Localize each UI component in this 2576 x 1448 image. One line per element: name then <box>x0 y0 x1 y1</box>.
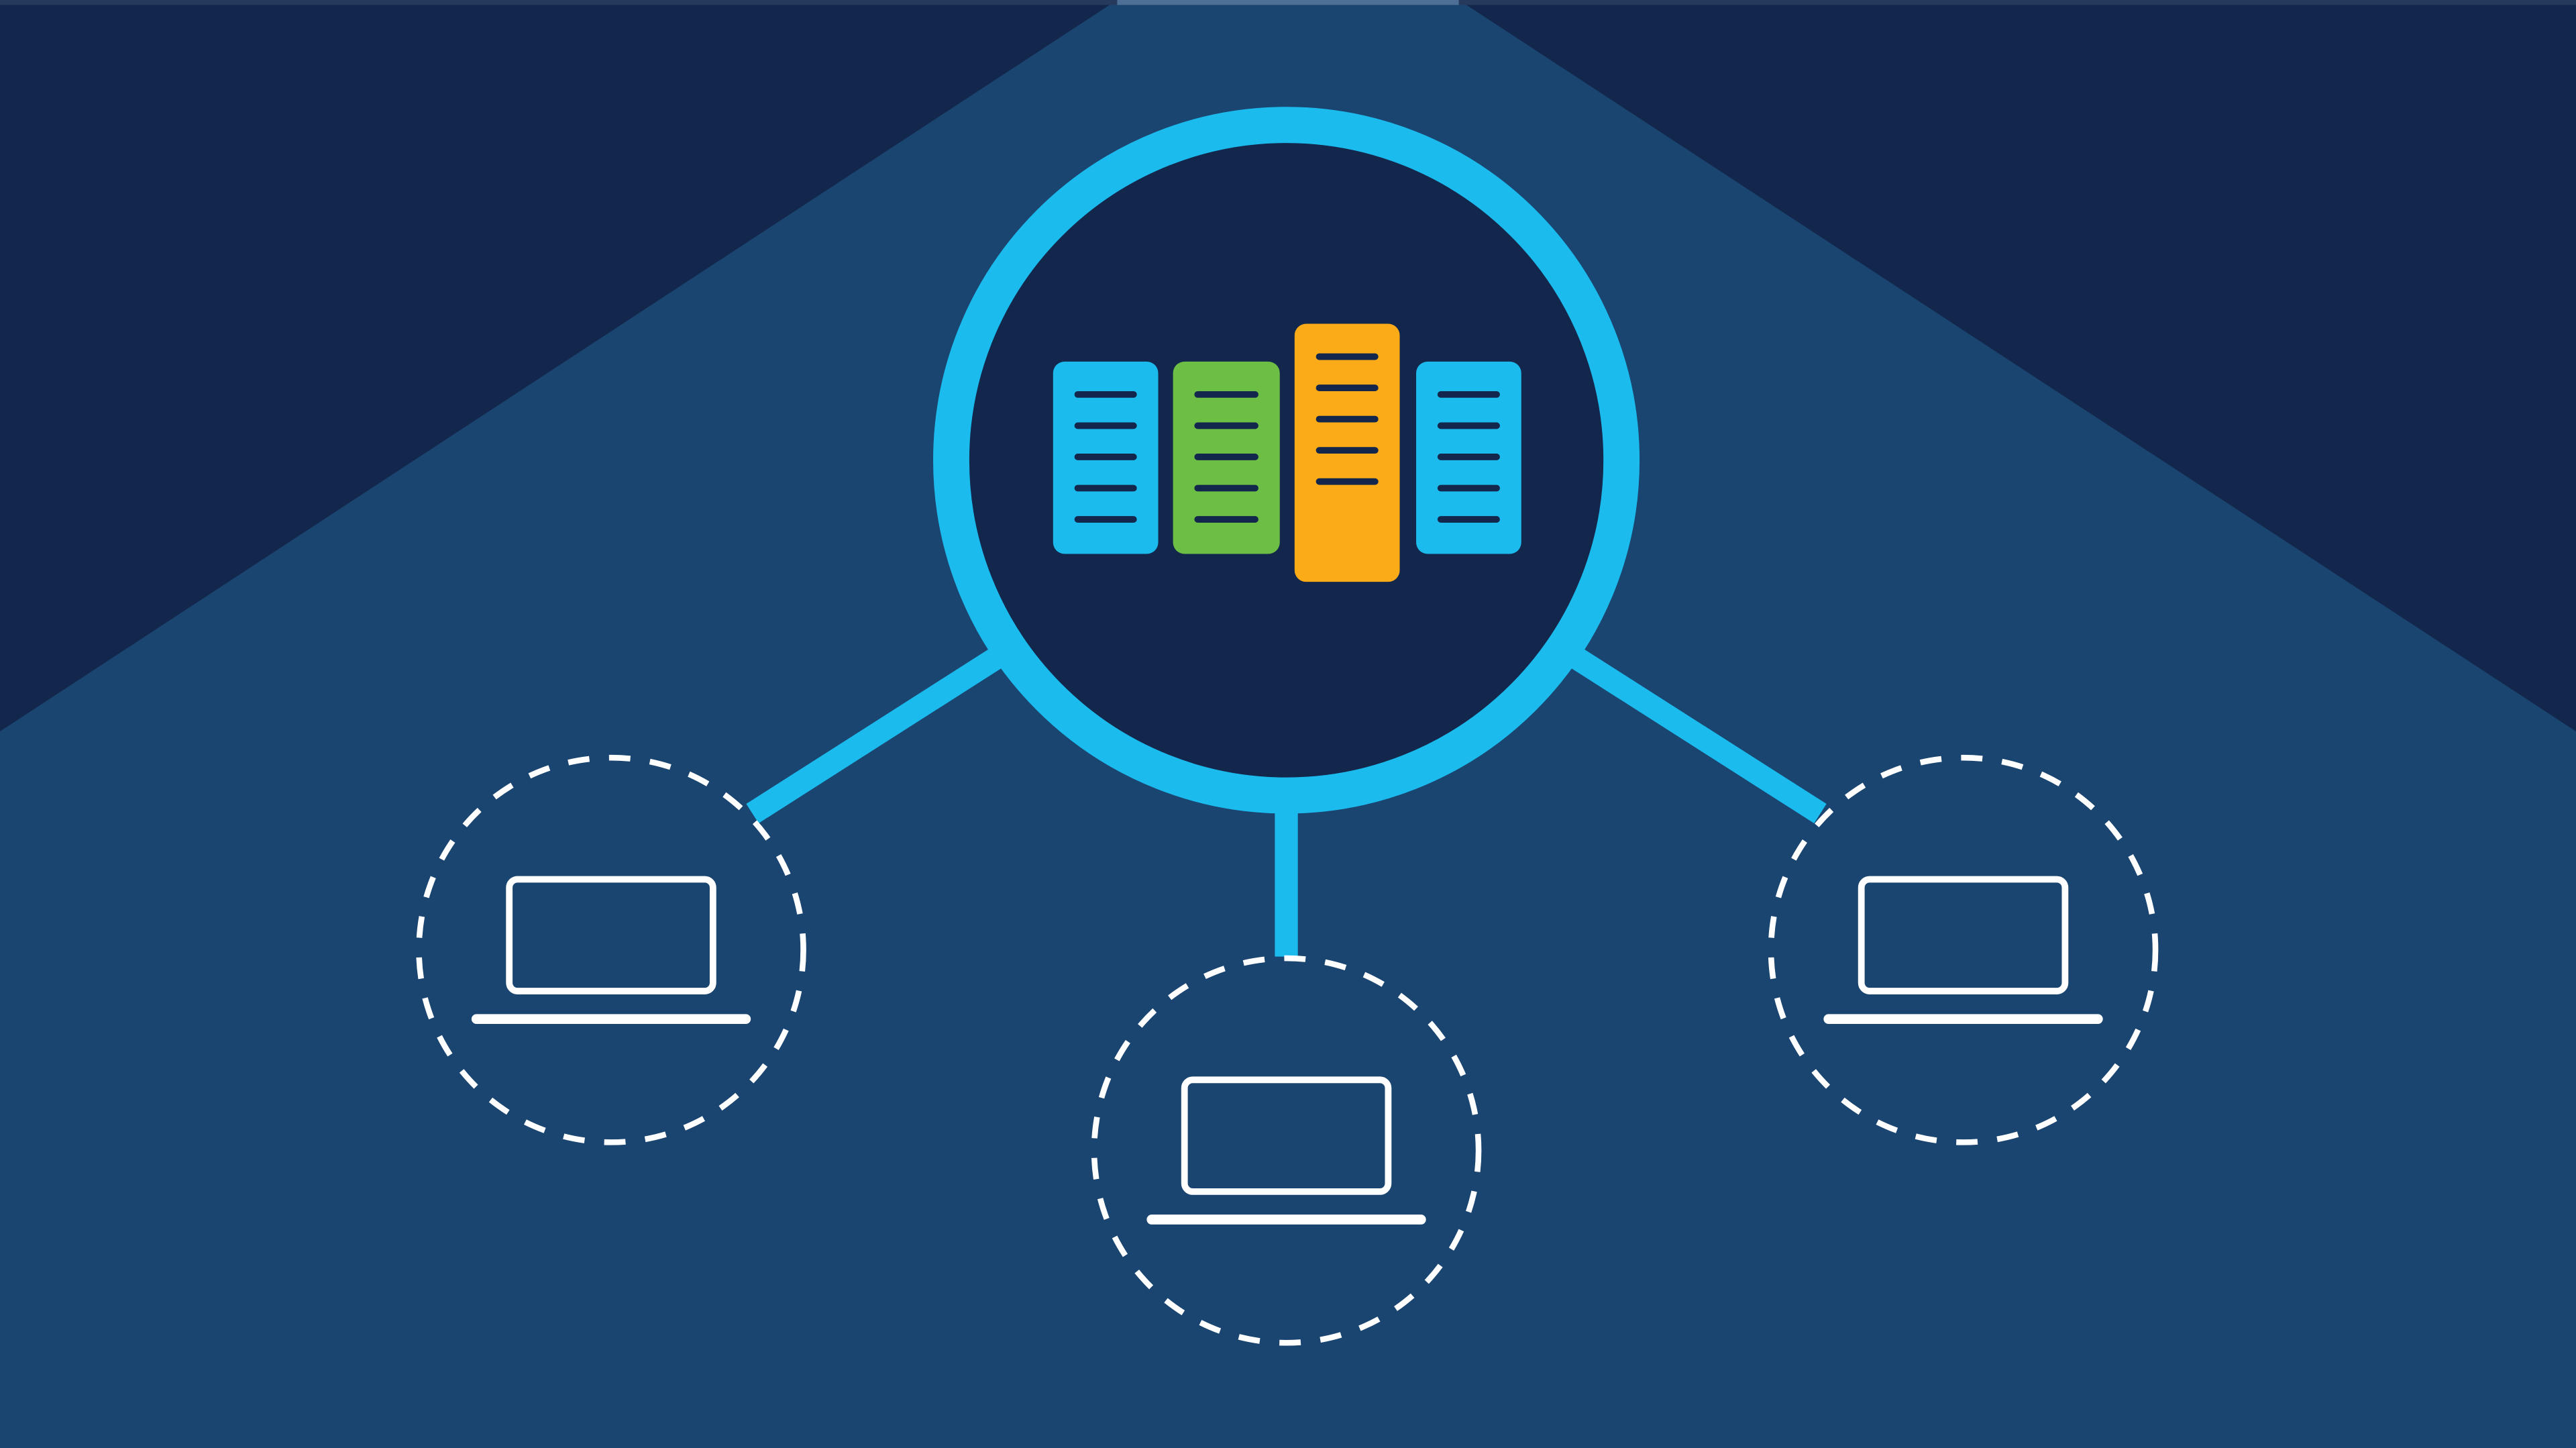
client-node <box>1768 754 2159 1145</box>
server-unit <box>1053 361 1159 554</box>
client-node <box>416 754 806 1145</box>
left-shadow-triangle <box>0 0 1118 732</box>
server-rack-icon <box>1053 323 1521 582</box>
dashed-circle <box>1768 754 2159 1145</box>
top-dark-strip-right <box>1458 0 2576 5</box>
dashed-circle <box>1091 955 1482 1346</box>
laptop-icon <box>1823 876 2103 1025</box>
dashed-circle <box>416 754 806 1145</box>
server-unit <box>1173 361 1280 554</box>
connector-left <box>746 644 1009 823</box>
laptop-screen <box>506 876 716 994</box>
top-light-strip <box>1117 0 1459 5</box>
laptop-screen <box>1858 876 2069 994</box>
server-unit <box>1416 361 1521 554</box>
laptop-icon <box>1146 1076 1426 1225</box>
right-shadow-triangle <box>1458 0 2576 732</box>
top-dark-strip <box>0 0 1118 5</box>
client-node <box>1091 955 1482 1346</box>
connectors <box>746 644 1827 957</box>
laptop-screen <box>1181 1076 1392 1195</box>
connector-right <box>1564 644 1827 823</box>
hub-circle <box>933 107 1640 814</box>
server-unit <box>1294 323 1400 582</box>
clients <box>416 754 2159 1346</box>
laptop-icon <box>471 876 751 1025</box>
